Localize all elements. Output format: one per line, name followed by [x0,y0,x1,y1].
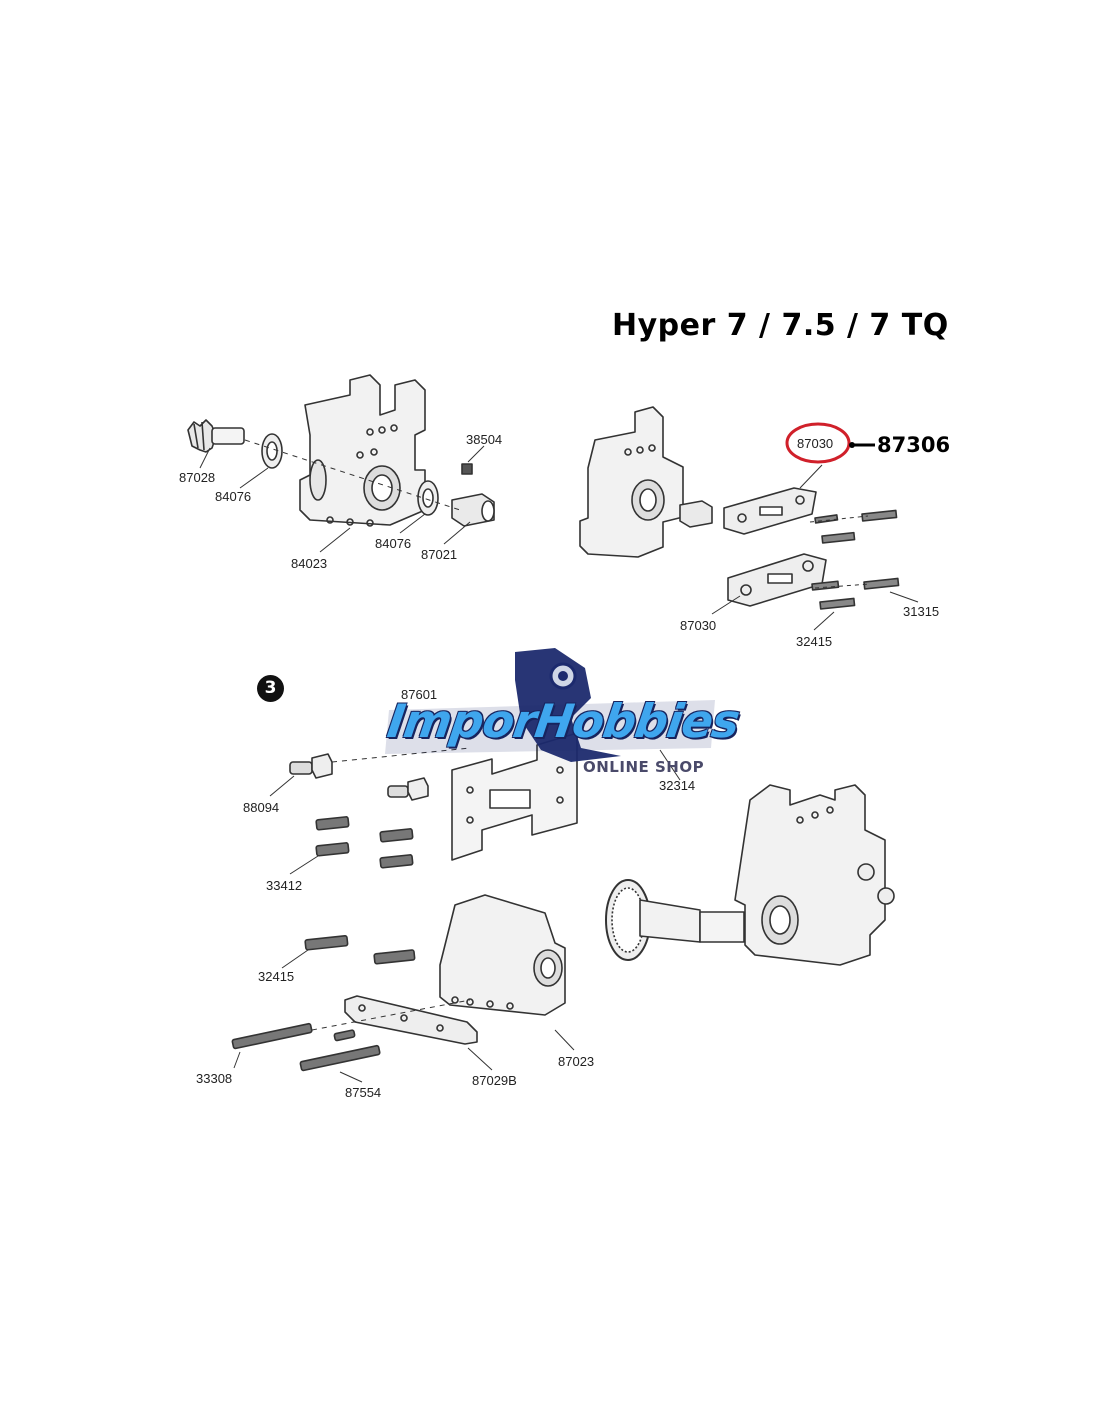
top-plate-part [451,732,578,861]
part-label-87030-highlighted: 87030 [797,436,834,451]
part-label-38504: 38504 [466,432,503,447]
differential-part [605,879,745,961]
part-label-87028: 87028 [179,470,216,485]
part-label-87030: 87030 [680,618,717,633]
part-label-87554: 87554 [345,1085,382,1100]
part-label-87023: 87023 [558,1054,595,1069]
part-label-87601: 87601 [401,687,438,702]
screw-part [304,935,416,965]
shop-logo-text: ImporHobbies [384,694,743,748]
gearbox-mount-part [723,487,817,535]
screw-part [231,1022,381,1072]
part-label-33308: 33308 [196,1071,233,1086]
part-label-32314: 32314 [659,778,696,793]
pinion-gear-part [187,419,245,453]
step-number-badge: 3 [257,675,284,702]
replacement-part-number: 87306 [877,433,951,457]
gearbox-assembly-part [734,784,895,966]
gearbox-assembly-part [579,406,713,558]
part-label-84076: 84076 [215,489,252,504]
pivot-ball-part [289,753,429,801]
set-screw-part [461,463,473,475]
screw-part [811,509,900,610]
part-label-31315: 31315 [903,604,940,619]
outdrive-cup-part [451,493,495,527]
screw-part [315,816,414,869]
part-label-84023: 84023 [291,556,328,571]
shop-logo-watermark [385,648,715,762]
part-label-84076: 84076 [375,536,412,551]
diagram-title: Hyper 7 / 7.5 / 7 TQ [612,308,949,343]
bearing-part [261,433,283,469]
part-label-33412: 33412 [266,878,303,893]
part-label-32415: 32415 [796,634,833,649]
part-label-87021: 87021 [421,547,458,562]
part-label-87029B: 87029B [472,1073,517,1088]
part-label-88094: 88094 [243,800,280,815]
gearbox-housing-part [439,894,566,1016]
gearbox-mount-part [727,553,827,607]
shop-logo-subtitle: ONLINE SHOP [583,758,705,776]
part-label-32415: 32415 [258,969,295,984]
gearbox-housing-part [299,374,426,527]
lower-mount-part [344,995,478,1045]
bearing-part [417,480,439,516]
highlight-circle [785,422,851,464]
